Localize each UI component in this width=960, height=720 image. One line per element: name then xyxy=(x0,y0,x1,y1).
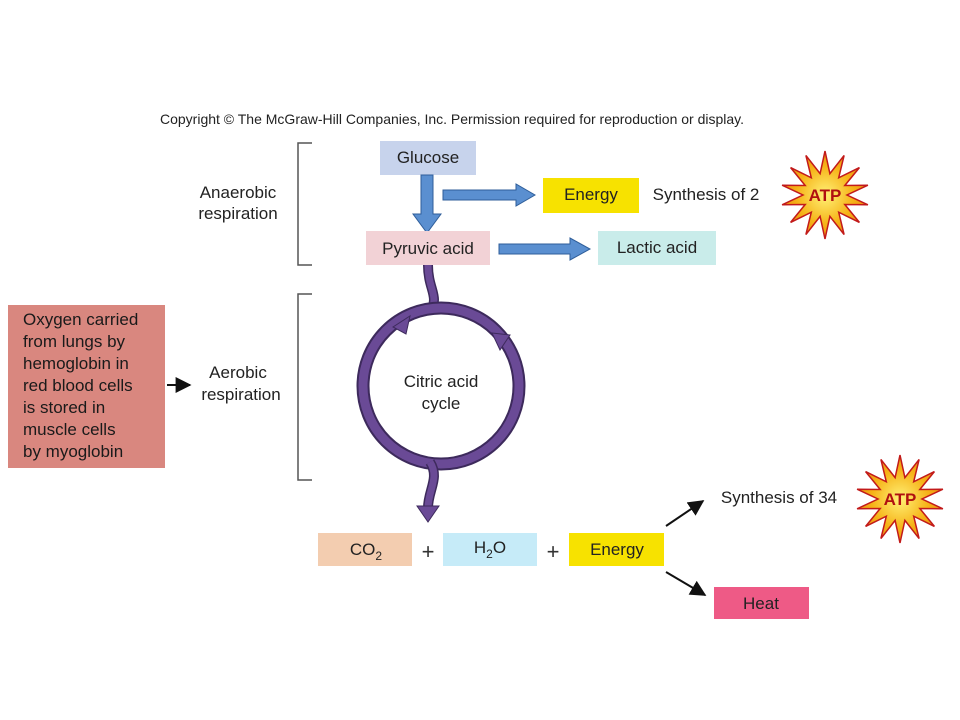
cycle-label-line2: cycle xyxy=(422,394,461,413)
oxygen-line: hemoglobin in xyxy=(23,354,129,373)
co2-box xyxy=(318,533,412,566)
cycle-arrowhead-left xyxy=(392,314,411,335)
anaerobic-label-line2: respiration xyxy=(198,204,277,223)
energy-bottom-box xyxy=(569,533,664,566)
h2o-subscript: 2 xyxy=(486,547,493,561)
pyruvic-to-lactic-arrow xyxy=(498,237,592,261)
citric-acid-cycle: Citric acid cycle xyxy=(356,264,526,523)
h2o-box xyxy=(443,533,537,566)
h2o-h: H xyxy=(474,538,486,557)
heat-box xyxy=(714,587,809,619)
co2-subscript: 2 xyxy=(375,549,382,563)
oxygen-line: by myoglobin xyxy=(23,442,123,461)
anaerobic-label-line1: Anaerobic xyxy=(200,183,277,202)
oxygen-text: Oxygen carried from lungs by hemoglobin … xyxy=(23,310,138,461)
energy-bottom-label: Energy xyxy=(590,540,644,559)
co2-main: CO xyxy=(350,540,376,559)
cycle-label-line1: Citric acid xyxy=(404,372,479,391)
energy-top-label: Energy xyxy=(564,185,618,204)
copyright-text: Copyright © The McGraw-Hill Companies, I… xyxy=(160,111,744,127)
pyruvic-box xyxy=(366,231,490,265)
glucose-label: Glucose xyxy=(397,148,459,167)
oxygen-line: is stored in xyxy=(23,398,105,417)
aerobic-label-line1: Aerobic xyxy=(209,363,267,382)
oxygen-line: from lungs by xyxy=(23,332,126,351)
atp-bottom-label: ATP xyxy=(884,490,917,509)
aerobic-bracket xyxy=(297,293,312,481)
glucose-to-pyruvic-arrow xyxy=(412,174,442,234)
synthesis-bottom-text: Synthesis of 34 xyxy=(721,488,837,507)
oxygen-line: Oxygen carried xyxy=(23,310,138,329)
glucose-box xyxy=(380,141,476,175)
aerobic-label-line2: respiration xyxy=(201,385,280,404)
glucose-to-energy-arrow xyxy=(442,183,536,207)
oxygen-line: muscle cells xyxy=(23,420,116,439)
energy-to-synthesis-arrow xyxy=(665,500,705,527)
atp-burst-bottom: ATP xyxy=(856,454,944,544)
plus-sign-2: + xyxy=(547,539,560,564)
h2o-o: O xyxy=(493,538,506,557)
cycle-exit-arrowhead xyxy=(416,505,440,523)
h2o-label: H2O xyxy=(474,538,506,561)
atp-burst-top: ATP xyxy=(781,150,869,240)
energy-top-box xyxy=(543,178,639,213)
atp-top-label: ATP xyxy=(809,186,842,205)
oxygen-box xyxy=(8,305,165,468)
oxygen-line: red blood cells xyxy=(23,376,133,395)
cycle-arrowhead-right xyxy=(491,332,511,352)
heat-label: Heat xyxy=(743,594,779,613)
atp-starburst-icon xyxy=(856,454,944,544)
co2-label: CO2 xyxy=(350,540,383,563)
energy-to-heat-arrow xyxy=(665,571,707,596)
synthesis-top-text: Synthesis of 2 xyxy=(653,185,760,204)
lactic-label: Lactic acid xyxy=(617,238,697,257)
atp-starburst-icon xyxy=(781,150,869,240)
plus-sign-1: + xyxy=(422,539,435,564)
pyruvic-label: Pyruvic acid xyxy=(382,239,474,258)
lactic-box xyxy=(598,231,716,265)
anaerobic-bracket xyxy=(297,142,312,266)
